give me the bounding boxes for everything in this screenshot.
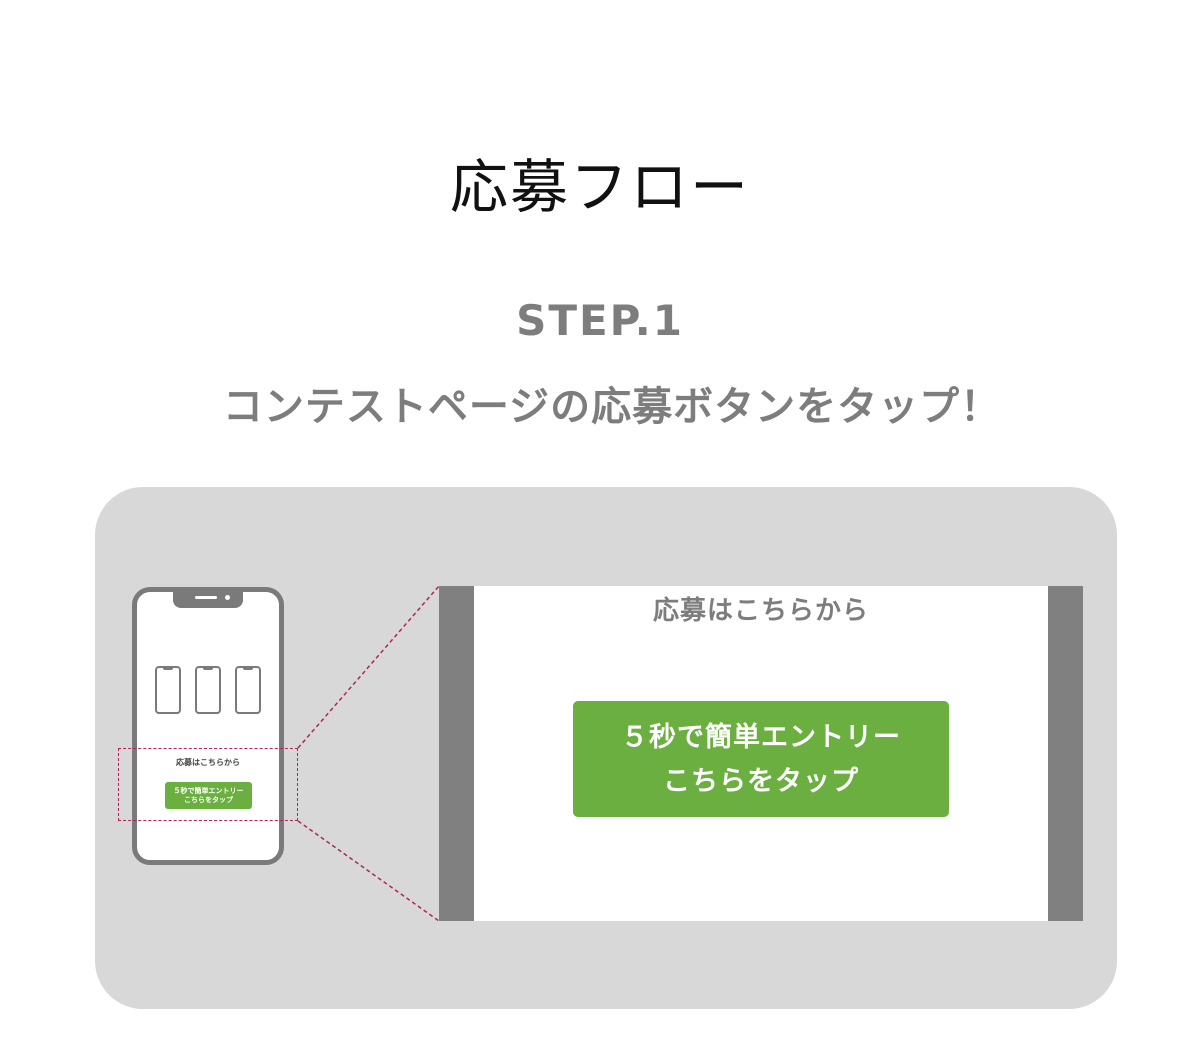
zoom-highlight-rect	[118, 748, 298, 821]
zoomed-view: 応募はこちらから ５秒で簡単エントリー こちらをタップ	[439, 586, 1083, 921]
zoom-entry-button-line1: ５秒で簡単エントリー	[621, 722, 901, 753]
step-description: コンテストページの応募ボタンをタップ！	[222, 384, 1002, 430]
step-label: STEP.1	[516, 296, 684, 345]
phone-notch	[173, 590, 243, 608]
zoom-side-bar-right	[1048, 586, 1083, 921]
phone-apply-heading: 応募はこちらから	[176, 758, 240, 767]
zoom-entry-button[interactable]: ５秒で簡単エントリー こちらをタップ	[573, 701, 949, 817]
thumbnail-phone-icon	[195, 666, 221, 714]
zoom-side-bar-left	[439, 586, 474, 921]
thumbnail-phone-icon	[155, 666, 181, 714]
page-title: 応募フロー	[449, 153, 750, 221]
phone-speaker	[195, 596, 217, 599]
smartphone-icon: 応募はこちらから ５秒で簡単エントリー こちらをタップ	[132, 587, 284, 865]
thumbnail-phone-icon	[235, 666, 261, 714]
phone-entry-button-line2: こちらをタップ	[184, 796, 233, 804]
zoom-entry-button-line2: こちらをタップ	[663, 766, 859, 797]
phone-entry-button-line1: ５秒で簡単エントリー	[173, 787, 244, 795]
phone-camera	[225, 595, 230, 600]
phone-entry-button[interactable]: ５秒で簡単エントリー こちらをタップ	[165, 782, 252, 809]
zoom-apply-heading: 応募はこちらから	[652, 596, 869, 626]
